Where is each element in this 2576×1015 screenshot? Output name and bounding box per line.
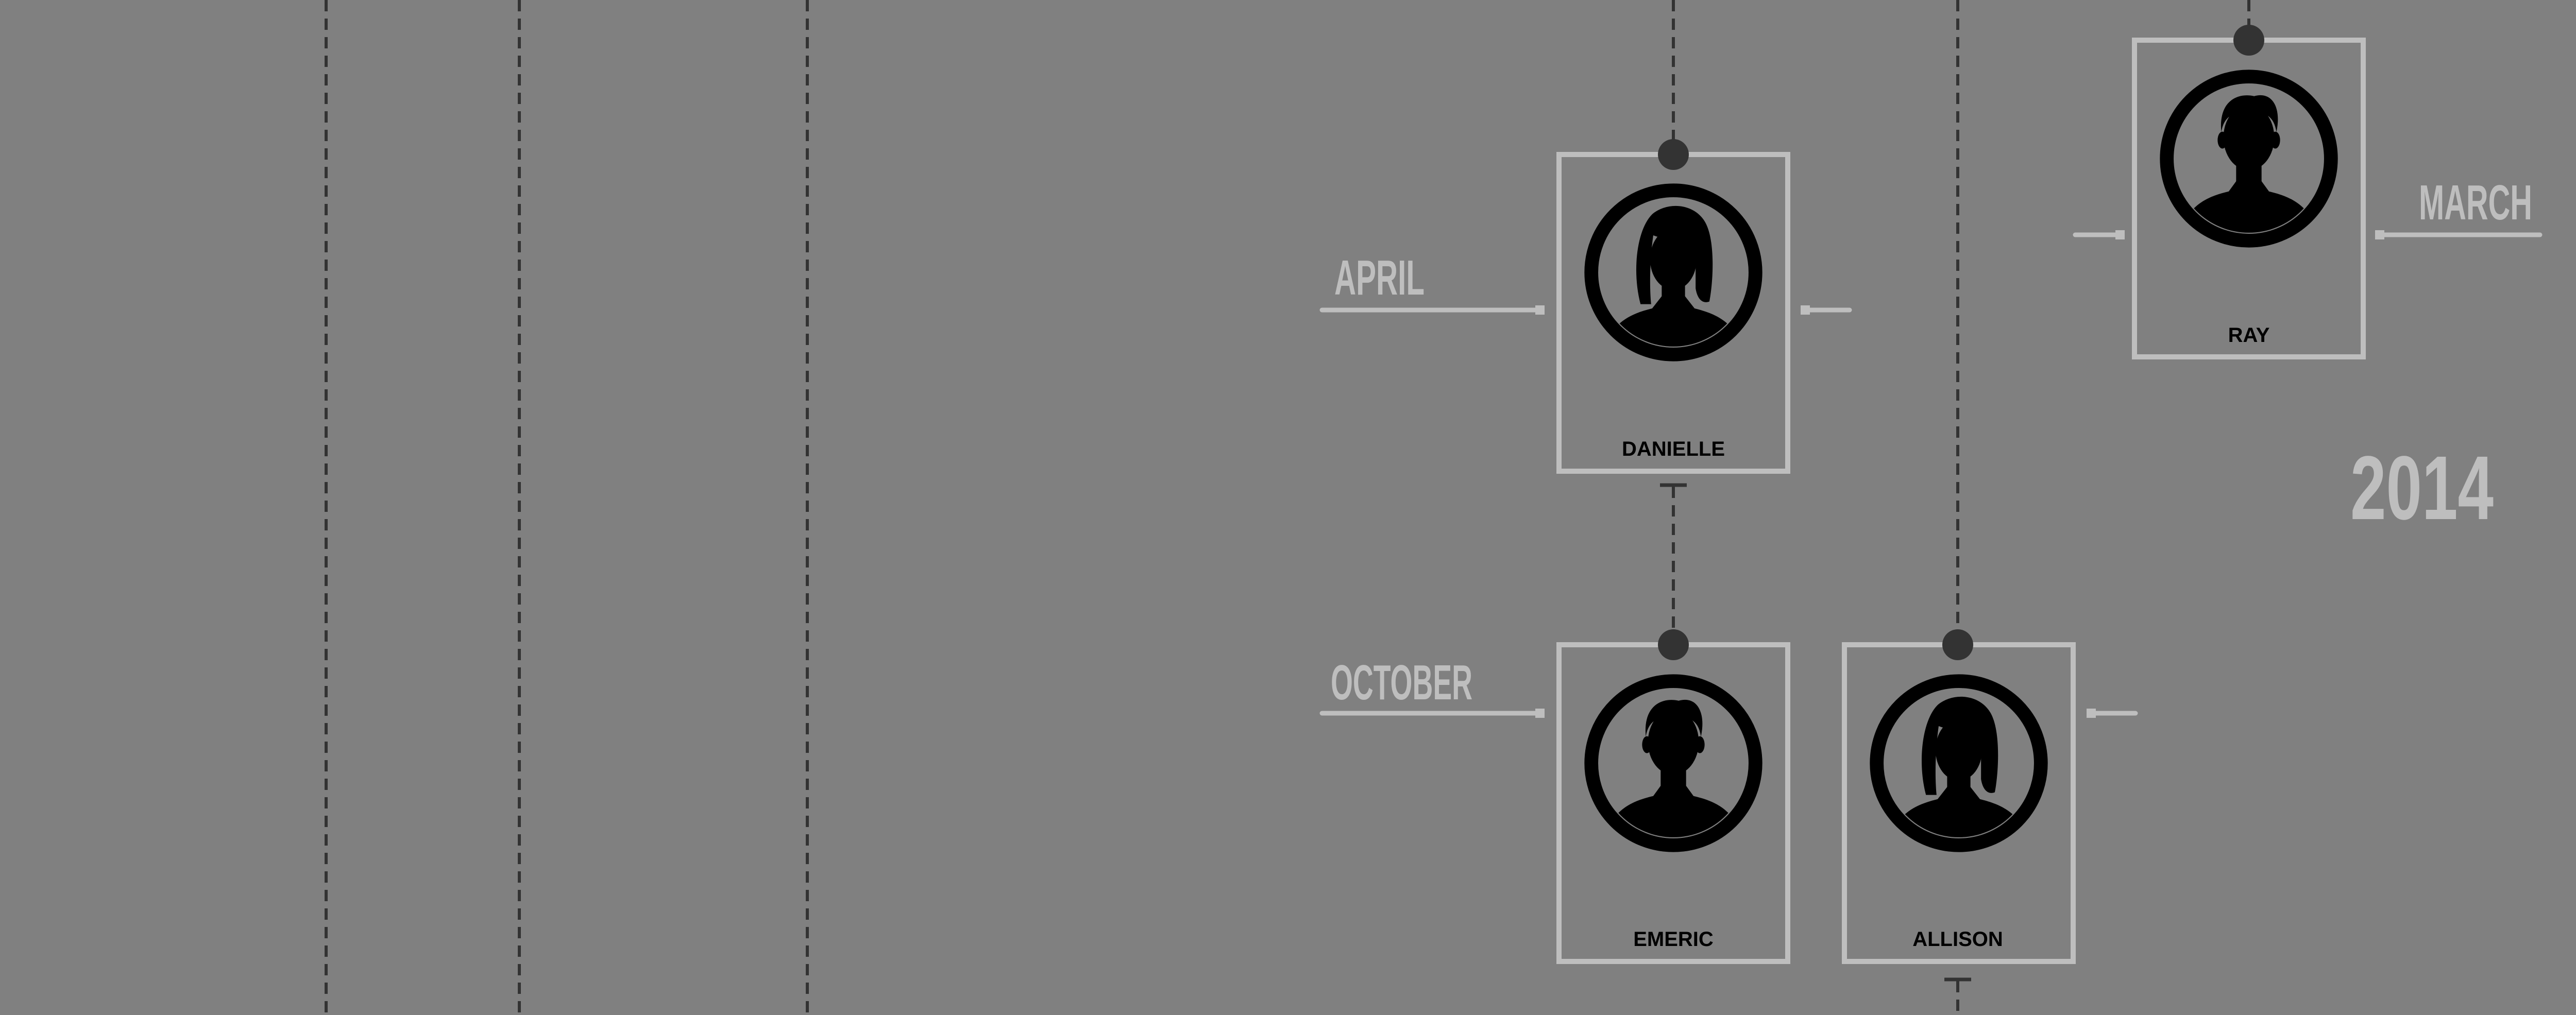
month-guide-caps	[1535, 230, 2384, 718]
person-name: DANIELLE	[1622, 438, 1725, 460]
background-dashed-lines	[325, 0, 809, 1015]
month-label-october: OCTOBER	[1331, 655, 1472, 710]
person-card-allison: ALLISON	[1842, 629, 2076, 964]
month-label-april: APRIL	[1334, 250, 1425, 305]
female-person-icon	[1591, 191, 1756, 360]
person-card-ray: RAY	[2132, 25, 2366, 359]
connector-node	[1942, 629, 1973, 660]
person-card-danielle: DANIELLE	[1556, 139, 1790, 474]
month-guide-lines	[1319, 232, 2543, 716]
connector-node	[1658, 629, 1689, 660]
female-person-icon	[1877, 681, 2041, 851]
person-name: ALLISON	[1912, 928, 2003, 951]
connector-node	[1658, 139, 1689, 170]
connector-node	[2233, 25, 2264, 56]
month-label-march: MARCH	[2419, 175, 2532, 230]
family-connectors	[1672, 0, 2250, 1015]
year-label: 2014	[2350, 438, 2494, 539]
person-card-emeric: EMERIC	[1556, 629, 1790, 964]
person-name: RAY	[2228, 324, 2270, 347]
male-person-icon	[1591, 681, 1756, 851]
connector-caps	[1660, 483, 1971, 982]
person-name: EMERIC	[1633, 928, 1714, 951]
male-person-icon	[2167, 77, 2331, 246]
